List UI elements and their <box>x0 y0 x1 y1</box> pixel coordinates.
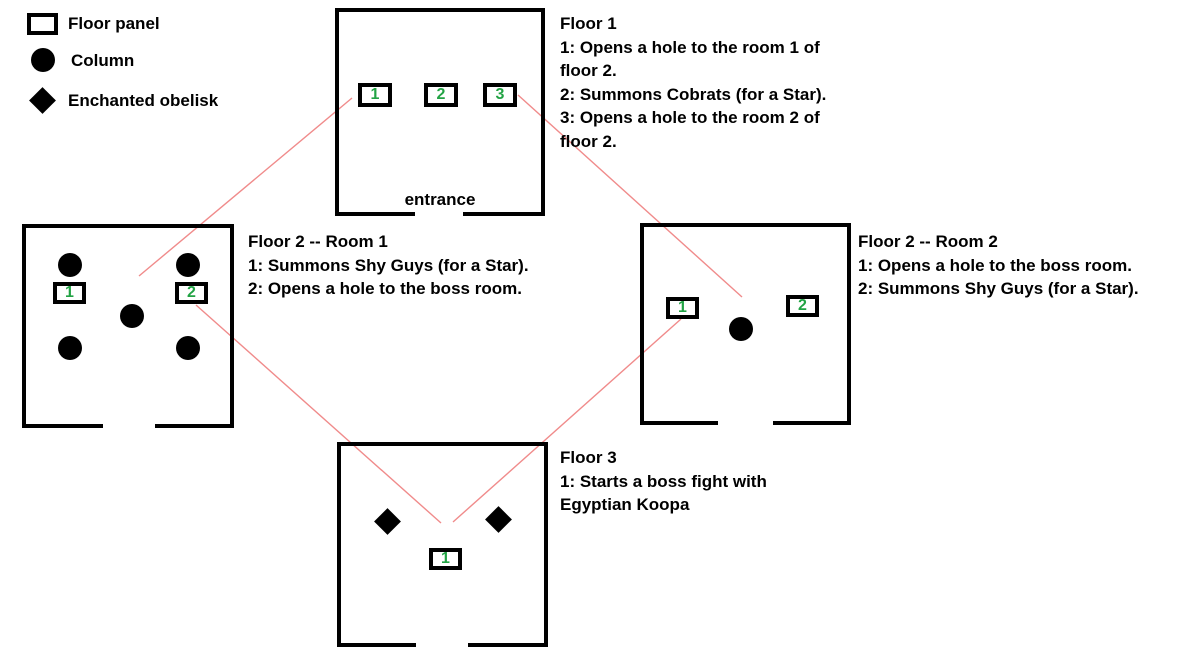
connector-floor1-panel3-to-floor2-room2 <box>517 94 743 298</box>
column-icon <box>31 48 55 72</box>
floor2-room1-notes-title: Floor 2 -- Room 1 <box>248 232 388 251</box>
floor1-notes-line-2: floor 2. <box>560 61 617 80</box>
floor2-room1-column-top-right <box>176 253 200 277</box>
floor2-room2-panel-1: 1 <box>666 297 699 319</box>
floor1-notes-line-1: 1: Opens a hole to the room 1 of <box>560 37 820 57</box>
floor2-room1-notes: Floor 2 -- Room 1 1: Summons Shy Guys (f… <box>248 230 529 301</box>
connector-floor1-panel1-to-floor2-room1 <box>138 97 353 277</box>
floor3-notes-line-2: Egyptian Koopa <box>560 495 690 514</box>
floor3-obelisk-right <box>485 506 512 533</box>
floor2-room1: 1 2 <box>22 224 234 428</box>
floor1-panel-2: 2 <box>424 83 458 107</box>
floor1-notes-line-3: 2: Summons Cobrats (for a Star). <box>560 84 827 104</box>
floor2-room2-notes-line-1: 1: Opens a hole to the boss room. <box>858 255 1132 275</box>
floor2-room2-notes-title: Floor 2 -- Room 2 <box>858 232 998 251</box>
floor2-room2-column-center <box>729 317 753 341</box>
floor2-room1-doorway <box>103 424 155 428</box>
legend-label-enchanted-obelisk: Enchanted obelisk <box>68 91 219 110</box>
floor2-room1-column-top-left <box>58 253 82 277</box>
legend-label-floor-panel: Floor panel <box>68 14 160 33</box>
floor3-notes: Floor 3 1: Starts a boss fight with Egyp… <box>560 446 767 517</box>
floor1-room: 1 2 3 entrance <box>335 8 545 216</box>
floor-panel-icon <box>27 13 58 35</box>
floor2-room1-column-bottom-left <box>58 336 82 360</box>
floor2-room2-notes: Floor 2 -- Room 2 1: Opens a hole to the… <box>858 230 1139 301</box>
floor3-notes-line-1: 1: Starts a boss fight with <box>560 471 767 491</box>
floor2-room2: 1 2 <box>640 223 851 425</box>
floor1-notes: Floor 1 1: Opens a hole to the room 1 of… <box>560 12 826 153</box>
legend-label-column: Column <box>71 51 135 70</box>
floor2-room1-column-bottom-right <box>176 336 200 360</box>
floor2-room1-panel-2: 2 <box>175 282 208 304</box>
floor1-panel-1: 1 <box>358 83 392 107</box>
floor3-room: 1 <box>337 442 548 647</box>
floor3-doorway <box>416 643 468 647</box>
floor1-doorway <box>415 212 463 216</box>
floor3-panel-1: 1 <box>429 548 462 570</box>
floor2-room1-panel-1: 1 <box>53 282 86 304</box>
entrance-label: entrance <box>404 190 476 209</box>
floor2-room2-notes-line-2: 2: Summons Shy Guys (for a Star). <box>858 279 1139 298</box>
floor2-room1-notes-line-1: 1: Summons Shy Guys (for a Star). <box>248 255 529 275</box>
floor1-notes-title: Floor 1 <box>560 14 617 33</box>
floor1-notes-line-5: floor 2. <box>560 131 617 151</box>
floor1-panel-3: 3 <box>483 83 517 107</box>
floor1-notes-line-4: 3: Opens a hole to the room 2 of <box>560 108 820 127</box>
floor2-room2-doorway <box>718 421 773 425</box>
floor3-obelisk-left <box>374 508 401 535</box>
connector-floor2-room1-panel2-to-floor3 <box>195 304 442 524</box>
floor2-room2-panel-2: 2 <box>786 295 819 317</box>
floor2-room1-column-center <box>120 304 144 328</box>
floor2-room1-notes-line-2: 2: Opens a hole to the boss room. <box>248 279 522 298</box>
floor3-notes-title: Floor 3 <box>560 448 617 467</box>
